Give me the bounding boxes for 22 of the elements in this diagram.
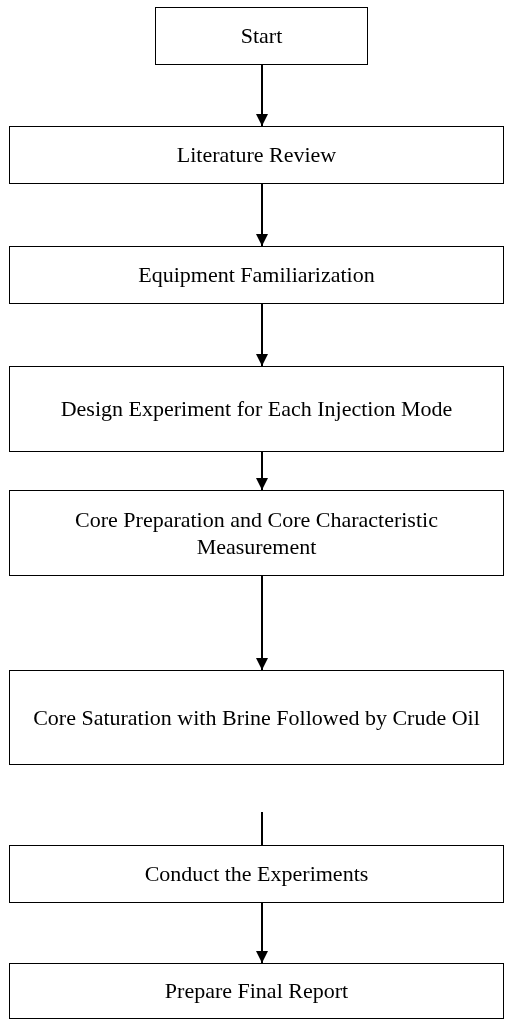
arrow — [256, 183, 268, 247]
step-label: Start — [240, 22, 283, 50]
process-box — [9, 366, 504, 452]
process-box — [9, 963, 504, 1019]
process-box — [9, 126, 504, 184]
process-box — [9, 670, 504, 765]
process-box — [9, 490, 504, 576]
step-label: Literature Review — [176, 141, 337, 169]
step-label: Equipment Familiarization — [138, 261, 375, 289]
arrow — [256, 451, 268, 491]
arrow — [256, 902, 268, 964]
arrow — [256, 64, 268, 127]
step-label: Conduct the Experiments — [144, 860, 369, 888]
step-label: Design Experiment for Each Injection Mode — [60, 395, 453, 423]
step-label: Core Saturation with Brine Followed by Crude Oil — [33, 703, 480, 732]
step-label: Core Preparation and Core Characteristic Measurement — [74, 505, 439, 561]
step-label: Prepare Final Report — [164, 977, 349, 1005]
process-box — [9, 246, 504, 304]
arrow — [256, 303, 268, 367]
process-box — [9, 845, 504, 903]
arrow — [256, 575, 268, 671]
process-box — [155, 7, 368, 65]
